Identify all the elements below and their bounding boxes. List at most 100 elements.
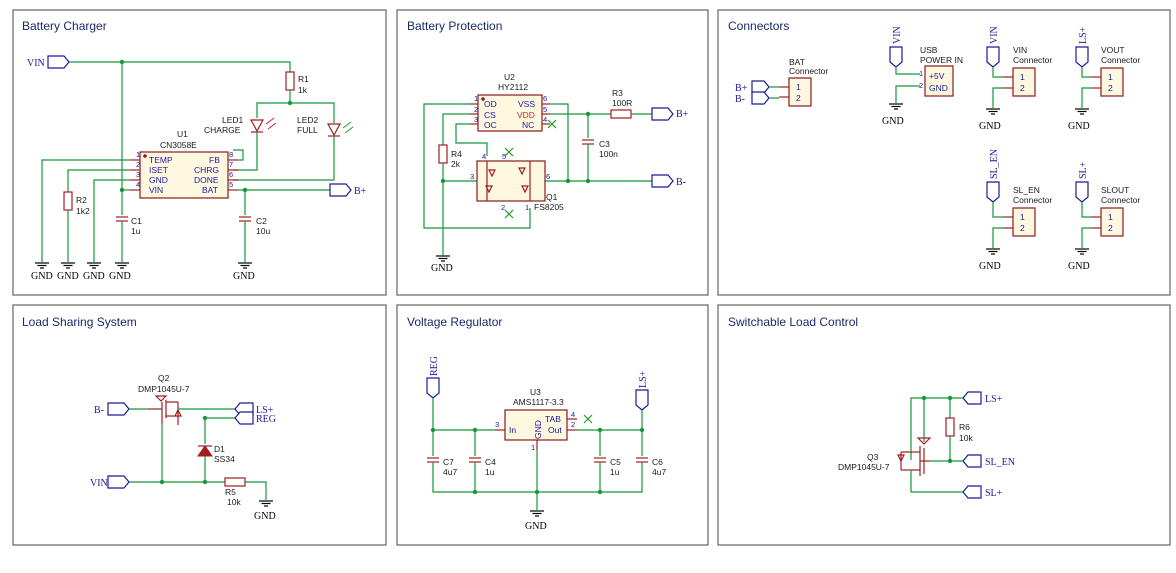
- svg-text:Connector: Connector: [1013, 55, 1052, 65]
- svg-text:B-: B-: [676, 177, 686, 188]
- svg-text:2: 2: [501, 203, 505, 212]
- svg-text:LS+: LS+: [1078, 26, 1089, 44]
- ldo-u3-ams1117: U3 AMS1117-3.3 In TAB Out GND 3 4 2 1: [495, 387, 577, 452]
- svg-text:1u: 1u: [610, 467, 620, 477]
- panel-frame: [396, 9, 709, 296]
- svg-text:4: 4: [136, 180, 140, 189]
- svg-text:CS: CS: [484, 110, 496, 120]
- ic-u1-cn3058e: U1 CN3058E TEMP ISET GND VIN FB CHRG DON…: [130, 129, 238, 199]
- panel-title: Connectors: [728, 19, 789, 33]
- svg-text:GND: GND: [1068, 261, 1090, 272]
- no-connect-marker: [583, 414, 593, 424]
- svg-text:5: 5: [229, 180, 233, 189]
- svg-text:GND: GND: [57, 271, 79, 282]
- svg-text:3: 3: [136, 170, 140, 179]
- svg-text:VIN: VIN: [27, 58, 45, 69]
- svg-text:1: 1: [1020, 212, 1025, 222]
- mosfet-q1-fs8205: Q1 FS8205 4 5 3 2 6 1: [470, 152, 564, 212]
- panel-title: Battery Charger: [22, 19, 107, 33]
- panel-load-sharing: Load Sharing System B- Q2 DMP1045U-7: [12, 304, 387, 546]
- svg-text:2: 2: [136, 160, 140, 169]
- svg-text:VDD: VDD: [517, 110, 535, 120]
- svg-text:1: 1: [531, 443, 535, 452]
- net-flag-bplus: B+: [329, 183, 367, 197]
- gnd-symbol: GND: [57, 262, 79, 282]
- svg-text:2: 2: [1020, 223, 1025, 233]
- capacitor-c1: C1 1u: [115, 216, 142, 236]
- svg-text:3: 3: [495, 420, 499, 429]
- svg-text:GND: GND: [882, 116, 904, 127]
- svg-text:FB: FB: [209, 155, 220, 165]
- svg-text:R3: R3: [612, 88, 623, 98]
- net-flag-vin: VIN: [90, 475, 130, 489]
- svg-text:REG: REG: [429, 356, 440, 376]
- panel-switchable-load: Switchable Load Control LS+ SL_EN SL+ R6…: [717, 304, 1171, 546]
- svg-text:1k: 1k: [298, 85, 308, 95]
- svg-text:R1: R1: [298, 74, 309, 84]
- svg-text:6: 6: [543, 94, 547, 103]
- svg-text:100n: 100n: [599, 149, 618, 159]
- net-flag-reg: REG: [426, 356, 440, 399]
- svg-text:Out: Out: [548, 425, 562, 435]
- svg-text:FS8205: FS8205: [534, 202, 564, 212]
- svg-text:GND: GND: [533, 420, 543, 439]
- svg-text:BAT: BAT: [202, 185, 218, 195]
- svg-text:GND: GND: [233, 271, 255, 282]
- svg-text:6: 6: [229, 170, 233, 179]
- svg-text:VIN: VIN: [989, 26, 1000, 44]
- gnd-symbol: GND: [31, 262, 53, 282]
- gnd-symbol: GND: [233, 262, 255, 282]
- net-flag-bminus: B-: [94, 402, 130, 416]
- capacitor-c4: C4 1u: [468, 457, 496, 477]
- svg-text:5: 5: [543, 105, 547, 114]
- svg-text:GND: GND: [929, 83, 948, 93]
- svg-text:1: 1: [1108, 72, 1113, 82]
- net-flag-vin: VIN: [27, 55, 70, 69]
- svg-text:DONE: DONE: [194, 175, 219, 185]
- capacitor-c6: C6 4u7: [635, 457, 666, 477]
- svg-text:5: 5: [502, 152, 506, 161]
- svg-text:2: 2: [474, 105, 478, 114]
- gnd-symbol: GND: [83, 262, 105, 282]
- svg-text:1u: 1u: [131, 226, 141, 236]
- svg-text:R6: R6: [959, 422, 970, 432]
- svg-text:2: 2: [1108, 223, 1113, 233]
- net-flag-bminus: B-: [651, 174, 686, 188]
- svg-text:3: 3: [474, 115, 478, 124]
- capacitor-c5: C5 1u: [593, 457, 621, 477]
- capacitor-c3: C3 100n: [581, 139, 618, 159]
- svg-text:TEMP: TEMP: [149, 155, 173, 165]
- svg-text:GND: GND: [83, 271, 105, 282]
- mosfet-q3: Q3 DMP1045U-7: [838, 437, 932, 476]
- svg-text:U1: U1: [177, 129, 188, 139]
- panel-frame: [717, 9, 1171, 296]
- svg-text:LED2: LED2: [297, 115, 319, 125]
- svg-text:VSS: VSS: [518, 99, 535, 109]
- svg-text:TAB: TAB: [545, 414, 561, 424]
- svg-text:OC: OC: [484, 120, 497, 130]
- panel-voltage-regulator: Voltage Regulator REG LS+ U3 AMS1117-3.3…: [396, 304, 709, 546]
- svg-text:Q2: Q2: [158, 373, 170, 383]
- ic-u2-hy2112: U2 HY2112 OD CS OC VSS VDD NC 1 2 3 6 5 …: [470, 72, 550, 132]
- svg-text:C4: C4: [485, 457, 496, 467]
- svg-text:D1: D1: [214, 444, 225, 454]
- panel-title: Battery Protection: [407, 19, 502, 33]
- svg-text:1: 1: [136, 150, 140, 159]
- svg-text:B+: B+: [354, 186, 367, 197]
- led1: LED1 CHARGE: [204, 115, 277, 135]
- gnd-symbol: GND: [109, 262, 131, 282]
- svg-text:NC: NC: [522, 120, 534, 130]
- svg-text:U3: U3: [530, 387, 541, 397]
- svg-text:4u7: 4u7: [443, 467, 457, 477]
- connector-vin: VIN GND VIN Connector 1 2: [979, 26, 1052, 132]
- connector-sl-en: SL_EN GND SL_EN Connector 1 2: [979, 149, 1052, 272]
- svg-text:1: 1: [796, 82, 801, 92]
- connector-slout: SL+ GND SLOUT Connector 1 2: [1068, 161, 1140, 272]
- panel-frame: [12, 304, 387, 546]
- panel-connectors: Connectors BAT Connector 1 2 B+ B- VIN G…: [717, 9, 1171, 296]
- svg-text:8: 8: [229, 150, 233, 159]
- svg-text:SL+: SL+: [1078, 161, 1089, 179]
- svg-text:GND: GND: [431, 263, 453, 274]
- svg-text:100R: 100R: [612, 98, 632, 108]
- net-flag-slen: SL_EN: [962, 454, 1015, 468]
